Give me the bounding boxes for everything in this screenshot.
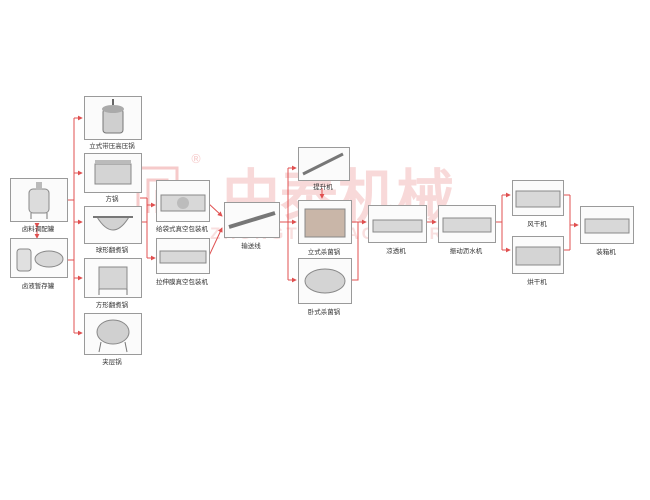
air-dryer-label: 风干机 — [527, 220, 547, 228]
storage-tank-icon — [16, 248, 64, 272]
vertical-sterilizer-image — [298, 200, 352, 244]
stretch-vacuum-packer-image — [156, 238, 210, 274]
air-dryer-image — [512, 180, 564, 216]
conveyor-label: 输送线 — [241, 242, 261, 250]
square-pot-image — [84, 153, 142, 193]
horizontal-sterilizer-image — [298, 258, 352, 304]
dryer-image — [512, 236, 564, 274]
ingredient-tank-image — [10, 178, 68, 222]
square-tilting-pot-label: 方形翻煮锅 — [95, 301, 129, 309]
stretch-vacuum-packer-label: 拉伸膜真空包装机 — [156, 278, 208, 286]
horizontal-sterilizer-label: 卧式杀菌锅 — [307, 308, 341, 316]
jacketed-kettle-label: 夹层锅 — [102, 358, 122, 366]
vacuum-packer-icon — [160, 194, 206, 212]
cooling-machine-label: 凉透机 — [386, 247, 406, 255]
hoist-label: 提升机 — [313, 183, 333, 191]
round-tilting-pot-label: 球形翻煮锅 — [95, 246, 129, 254]
hoist-image — [298, 147, 350, 181]
sterilizer-icon — [304, 208, 346, 238]
pressure-cooker-icon — [102, 99, 124, 134]
pressure-cooker-label: 立式带压高压锅 — [89, 142, 135, 150]
cooling-machine-image — [368, 205, 427, 243]
bag-vacuum-packer-label: 给袋式真空包装机 — [156, 225, 208, 233]
round-tilting-pot-image — [84, 206, 142, 244]
boxing-machine-label: 装箱机 — [596, 248, 616, 256]
bag-vacuum-packer-image — [156, 180, 210, 222]
conveyor-icon — [228, 211, 276, 229]
hoist-icon — [302, 152, 344, 176]
spray-cooler-label: 振动沥水机 — [449, 247, 483, 255]
square-tilting-pot-image — [84, 258, 142, 298]
brine-tank-label: 卤液暂存罐 — [21, 282, 55, 290]
boxing-machine-icon — [584, 218, 630, 234]
spray-cooler-image — [438, 205, 496, 243]
tilting-pot-icon — [93, 216, 133, 231]
brine-tank-image — [10, 238, 68, 278]
conveyor-image — [224, 202, 280, 238]
square-pot-icon — [94, 160, 132, 185]
dryer-label: 烘干机 — [527, 278, 547, 286]
square-tilting-pot-icon — [98, 266, 128, 295]
kettle-icon — [96, 319, 130, 353]
vertical-sterilizer-label: 立式杀菌锅 — [307, 248, 341, 256]
boxing-machine-image — [580, 206, 634, 244]
stretch-packer-icon — [159, 250, 207, 264]
ingredient-tank-label: 卤料调配罐 — [21, 225, 55, 233]
air-dryer-icon — [515, 190, 561, 208]
square-pot-label: 方锅 — [105, 195, 119, 203]
jacketed-kettle-image — [84, 313, 142, 355]
dryer-icon — [515, 246, 561, 266]
horizontal-sterilizer-icon — [304, 268, 346, 294]
pressure-cooker-image — [84, 96, 142, 140]
cooling-machine-icon — [372, 219, 423, 233]
drain-machine-icon — [442, 217, 492, 233]
tank-icon — [28, 182, 50, 219]
